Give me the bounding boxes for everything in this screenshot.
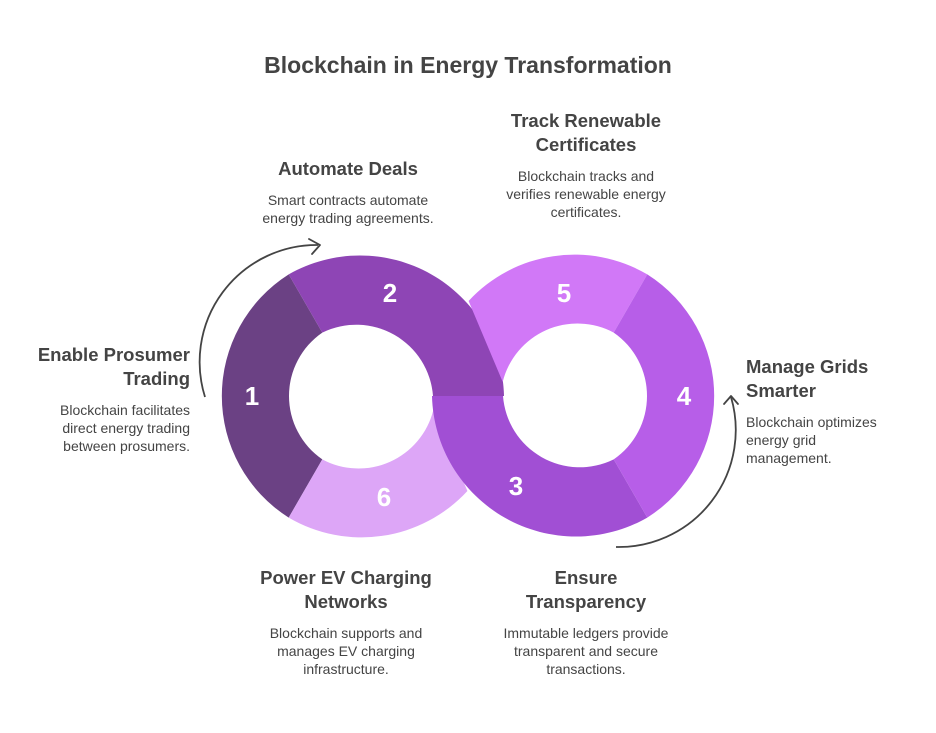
step-5-heading: Track Renewable Certificates [510, 110, 662, 155]
step-4-description: Blockchain optimizes energy grid managem… [746, 414, 877, 466]
step-5-number: 5 [557, 278, 571, 308]
step-1-card: Enable Prosumer Trading Blockchain facil… [0, 343, 190, 455]
diagram-title: Blockchain in Energy Transformation [264, 52, 672, 78]
left-cycle-arrow [198, 244, 319, 398]
step-2-heading: Automate Deals [278, 158, 418, 179]
step-4-card: Manage Grids Smarter Blockchain optimize… [746, 355, 931, 467]
step-2-number: 2 [383, 278, 397, 308]
step-6-number: 6 [377, 482, 391, 512]
segment-4 [613, 274, 715, 518]
step-6-card: Power EV Charging Networks Blockchain su… [226, 566, 466, 678]
step-1-number: 1 [245, 381, 259, 411]
segment-6 [288, 410, 468, 538]
step-4-heading: Manage Grids Smarter [746, 356, 869, 401]
step-2-card: Automate Deals Smart contracts automate … [228, 157, 468, 227]
step-4-number: 4 [677, 381, 692, 411]
segment-1 [221, 274, 323, 518]
segment-5 [468, 254, 648, 382]
right-cycle-arrow [615, 396, 737, 548]
step-5-card: Track Renewable Certificates Blockchain … [466, 109, 706, 221]
segment-2 [288, 255, 504, 396]
step-3-heading: Ensure Transparency [525, 567, 647, 612]
right-arrow-head-icon [723, 395, 739, 405]
step-6-description: Blockchain supports and manages EV charg… [269, 625, 423, 677]
step-5-description: Blockchain tracks and verifies renewable… [506, 168, 666, 220]
left-arrow-head-icon [308, 238, 321, 255]
step-3-card: Ensure Transparency Immutable ledgers pr… [466, 566, 706, 678]
step-3-description: Immutable ledgers provide transparent an… [503, 625, 669, 677]
step-1-description: Blockchain facilitates direct energy tra… [60, 402, 190, 454]
step-2-description: Smart contracts automate energy trading … [262, 192, 434, 226]
step-6-heading: Power EV Charging Networks [260, 567, 432, 612]
step-1-heading: Enable Prosumer Trading [37, 344, 190, 389]
step-3-number: 3 [509, 471, 523, 501]
segment-3 [432, 396, 648, 537]
